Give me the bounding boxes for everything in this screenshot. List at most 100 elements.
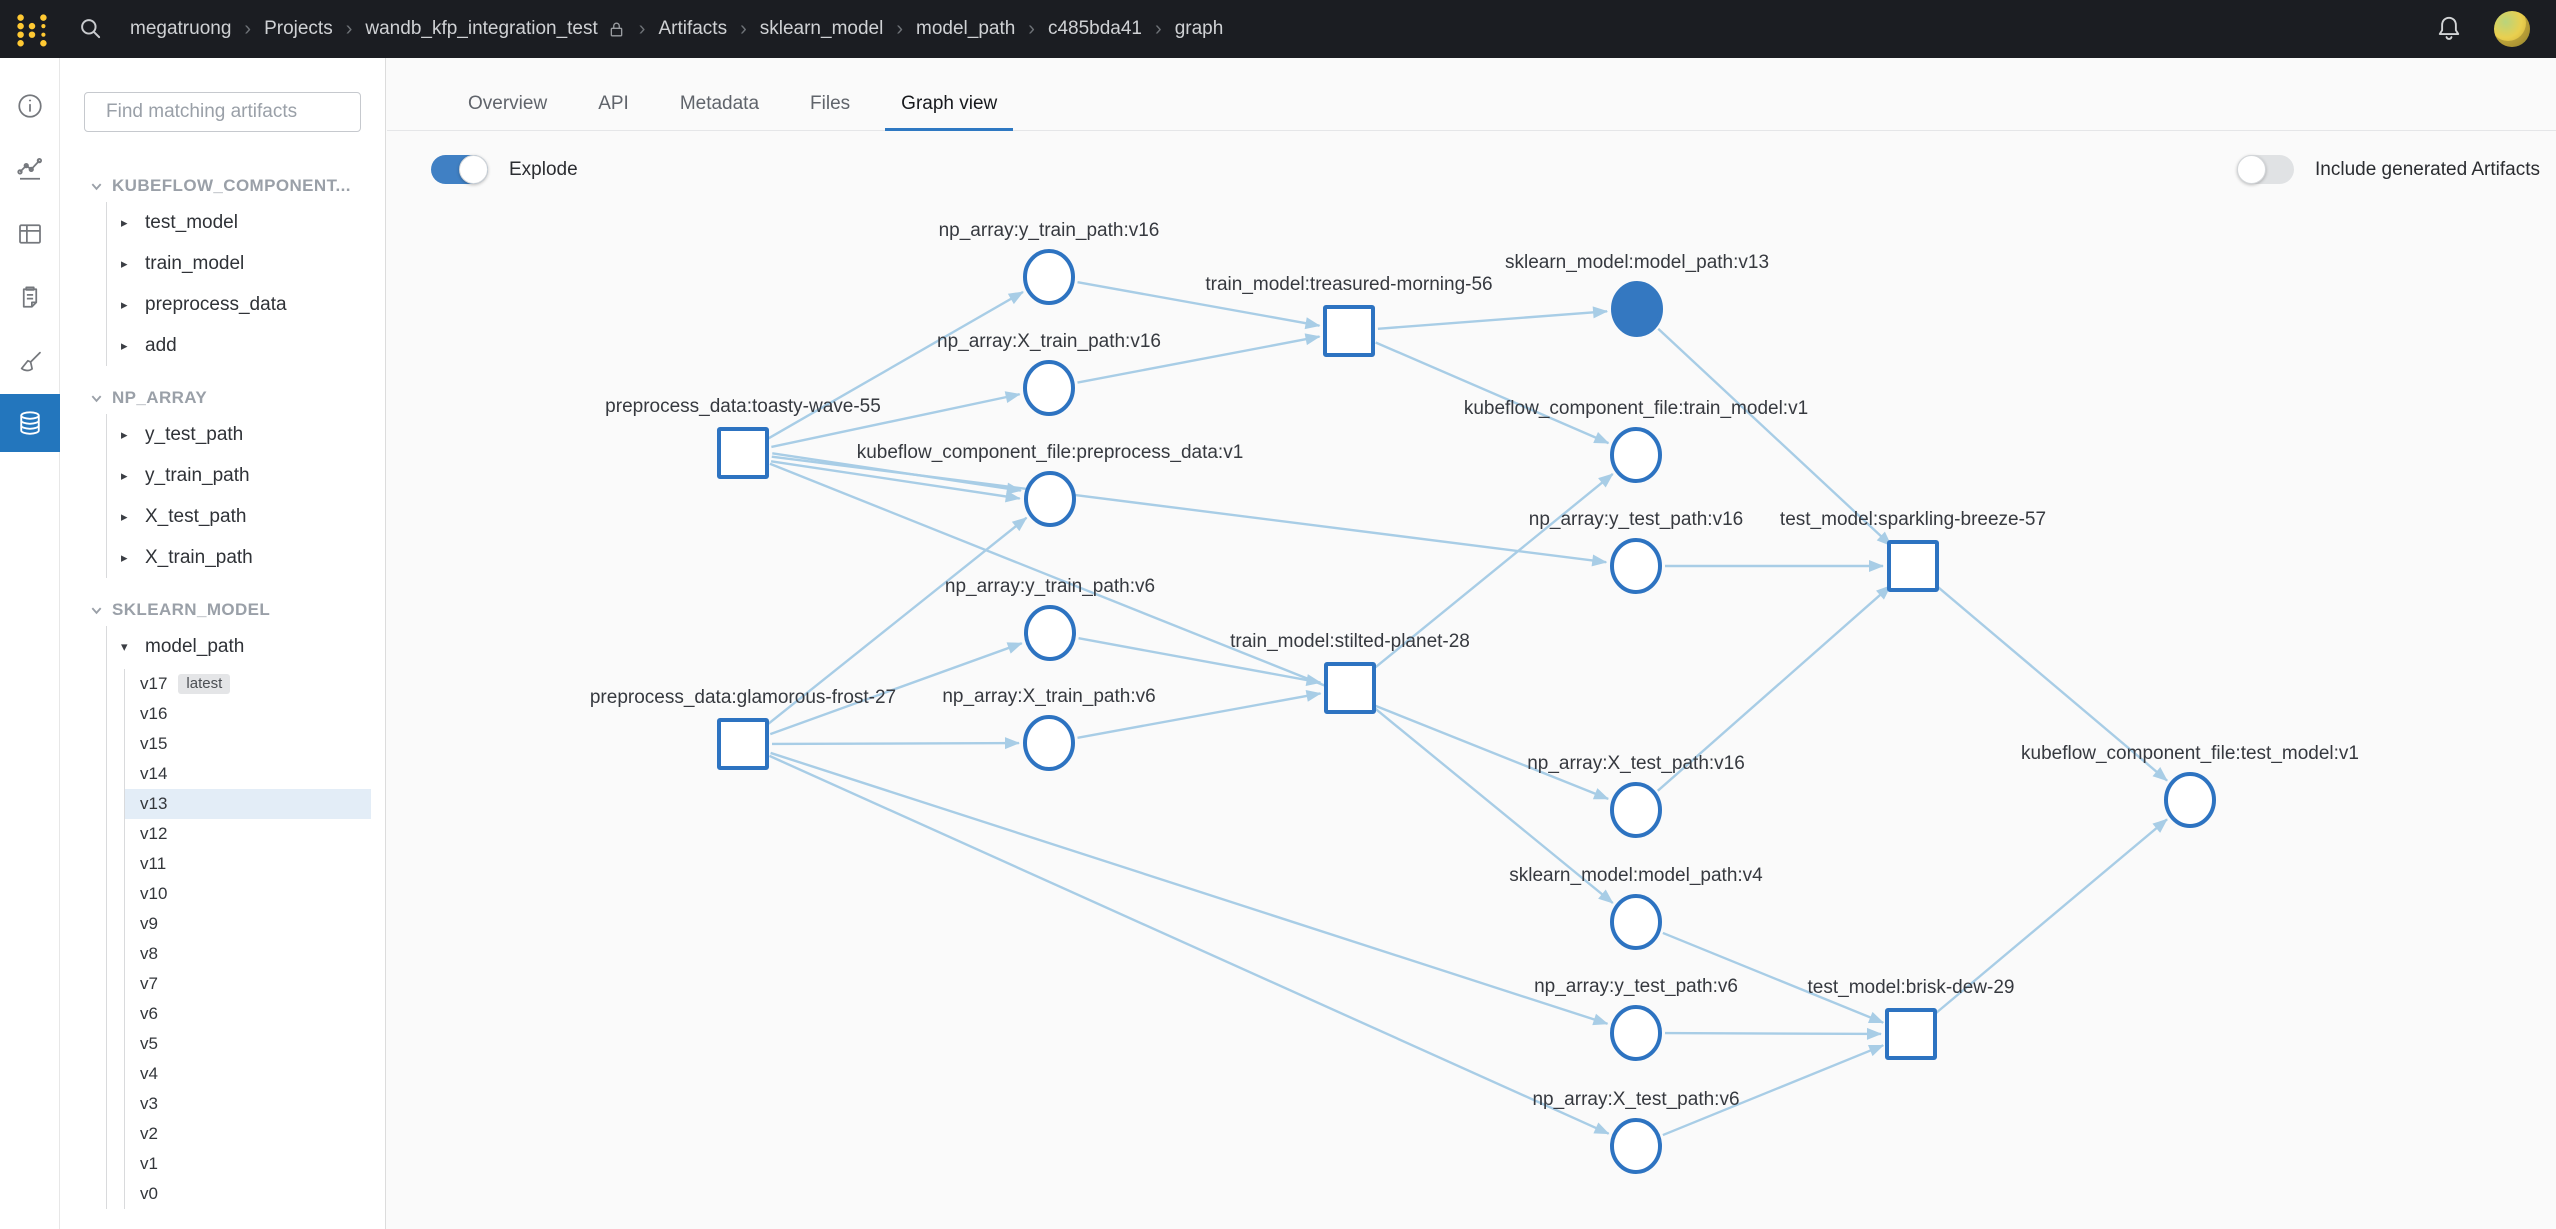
tree-item-label: model_path [145, 635, 245, 657]
version-row-v2[interactable]: v2 [125, 1119, 371, 1149]
tab-metadata[interactable]: Metadata [679, 93, 760, 114]
graph-node-glamorous[interactable]: preprocess_data:glamorous-frost-27 [590, 687, 896, 770]
rail-item-reports[interactable] [0, 266, 60, 330]
graph-node-model4[interactable]: sklearn_model:model_path:v4 [1509, 865, 1763, 950]
graph-node-xtrain6[interactable]: np_array:X_train_path:v6 [942, 686, 1156, 771]
explode-label: Explode [509, 158, 578, 180]
graph-node-model13[interactable]: sklearn_model:model_path:v13 [1505, 252, 1769, 337]
version-row-v13[interactable]: v13 [125, 789, 371, 819]
tree-section-label: SKLEARN_MODEL [112, 600, 271, 619]
breadcrumb-item-Artifacts[interactable]: Artifacts [658, 18, 728, 39]
version-row-v1[interactable]: v1 [125, 1149, 371, 1179]
tree-item-label: test_model [145, 211, 238, 233]
version-row-v9[interactable]: v9 [125, 909, 371, 939]
tab-files[interactable]: Files [810, 93, 851, 114]
version-row-v16[interactable]: v16 [125, 699, 371, 729]
version-row-v14[interactable]: v14 [125, 759, 371, 789]
graph-node-ytrain6[interactable]: np_array:y_train_path:v6 [945, 576, 1155, 661]
version-row-v7[interactable]: v7 [125, 969, 371, 999]
version-row-v15[interactable]: v15 [125, 729, 371, 759]
graph-node-treasured[interactable]: train_model:treasured-morning-56 [1205, 274, 1493, 357]
include-generated-label: Include generated Artifacts [2315, 158, 2540, 180]
graph-node-stilted[interactable]: train_model:stilted-planet-28 [1230, 631, 1470, 714]
artifact-search-input[interactable] [104, 100, 353, 124]
rail-item-overview[interactable] [0, 74, 60, 138]
graph-node-xtest16[interactable]: np_array:X_test_path:v16 [1527, 753, 1745, 838]
graph-node-kcfpre[interactable]: kubeflow_component_file:preprocess_data:… [857, 442, 1244, 527]
version-row-v8[interactable]: v8 [125, 939, 371, 969]
graph-node-kcftest[interactable]: kubeflow_component_file:test_model:v1 [2021, 743, 2359, 828]
version-row-v10[interactable]: v10 [125, 879, 371, 909]
broom-icon [20, 351, 41, 372]
graph-node-sparkling[interactable]: test_model:sparkling-breeze-57 [1780, 509, 2046, 592]
tree-item-train_model[interactable]: ▸train_model [107, 243, 385, 284]
tab-overview[interactable]: Overview [468, 93, 548, 114]
breadcrumb: megatruong›Projects›wandb_kfp_integratio… [130, 18, 1223, 41]
graph-node-kcftrain[interactable]: kubeflow_component_file:train_model:v1 [1464, 398, 1808, 483]
breadcrumb-item-wandb_kfp_integration_test[interactable]: wandb_kfp_integration_test [365, 18, 598, 39]
rail-item-sweeps[interactable] [0, 330, 60, 394]
version-row-v0[interactable]: v0 [125, 1179, 371, 1209]
notifications-bell-icon[interactable] [2434, 14, 2464, 44]
tree-item-X_train_path[interactable]: ▸X_train_path [107, 537, 385, 578]
tree-item-y_test_path[interactable]: ▸y_test_path [107, 414, 385, 455]
tab-graph-view[interactable]: Graph view [885, 93, 1014, 131]
rail-item-artifacts[interactable] [0, 394, 60, 452]
expand-triangle-icon[interactable]: ▸ [121, 467, 128, 483]
graph-node-xtrain16[interactable]: np_array:X_train_path:v16 [937, 331, 1161, 416]
graph-node-ytest16[interactable]: np_array:y_test_path:v16 [1529, 509, 1743, 594]
nav-search-icon[interactable] [78, 16, 104, 42]
version-row-v4[interactable]: v4 [125, 1059, 371, 1089]
graph-node-ytrain16[interactable]: np_array:y_train_path:v16 [939, 220, 1160, 305]
graph-node-brisk[interactable]: test_model:brisk-dew-29 [1808, 977, 2015, 1060]
tree-section-header[interactable]: NP_ARRAY [90, 382, 385, 414]
tree-item-y_train_path[interactable]: ▸y_train_path [107, 455, 385, 496]
user-avatar[interactable] [2494, 11, 2530, 47]
graph-node-label: preprocess_data:toasty-wave-55 [605, 396, 881, 417]
tree-section-label: KUBEFLOW_COMPONENT... [112, 176, 351, 195]
breadcrumb-separator: › [1028, 17, 1035, 40]
include-generated-toggle[interactable] [2237, 155, 2295, 184]
tree-item-add[interactable]: ▸add [107, 325, 385, 366]
version-label: v3 [140, 1094, 158, 1113]
breadcrumb-item-sklearn_model[interactable]: sklearn_model [759, 18, 884, 39]
breadcrumb-item-Projects[interactable]: Projects [264, 18, 333, 39]
expand-triangle-icon[interactable]: ▸ [121, 426, 128, 442]
main-content: Overview API Metadata Files Graph view Explo… [387, 58, 2556, 1229]
explode-toggle[interactable] [431, 155, 488, 184]
tree-item-preprocess_data[interactable]: ▸preprocess_data [107, 284, 385, 325]
expand-triangle-icon[interactable]: ▸ [121, 296, 128, 312]
tree-item-model_path[interactable]: ▾ model_path [107, 626, 385, 667]
expand-triangle-icon[interactable]: ▸ [121, 549, 128, 565]
version-row-v6[interactable]: v6 [125, 999, 371, 1029]
tree-item-test_model[interactable]: ▸ test_model [107, 202, 385, 243]
wandb-logo[interactable] [12, 9, 52, 49]
version-row-v5[interactable]: v5 [125, 1029, 371, 1059]
version-row-v12[interactable]: v12 [125, 819, 371, 849]
breadcrumb-item-model_path[interactable]: model_path [916, 18, 1016, 39]
breadcrumb-item-c485bda41[interactable]: c485bda41 [1047, 18, 1143, 39]
tree-section-header[interactable]: SKLEARN_MODEL [90, 594, 385, 626]
graph-node-label: test_model:sparkling-breeze-57 [1780, 509, 2046, 530]
tree-section-header[interactable]: KUBEFLOW_COMPONENT... [90, 170, 385, 202]
tree-section-kubeflow-component-: KUBEFLOW_COMPONENT... ▸ test_model ▸train_m… [90, 170, 385, 366]
rail-item-tables[interactable] [0, 202, 60, 266]
expand-triangle-icon[interactable]: ▸ [121, 508, 128, 524]
artifact-search[interactable] [84, 92, 361, 132]
collapse-triangle-icon[interactable]: ▾ [121, 638, 128, 654]
expand-triangle-icon[interactable]: ▸ [121, 255, 128, 271]
version-row-v11[interactable]: v11 [125, 849, 371, 879]
tree-item-X_test_path[interactable]: ▸X_test_path [107, 496, 385, 537]
graph-node-xtest6[interactable]: np_array:X_test_path:v6 [1532, 1089, 1740, 1174]
tab-api[interactable]: API [598, 93, 629, 114]
graph-node-toasty[interactable]: preprocess_data:toasty-wave-55 [605, 396, 881, 479]
expand-triangle-icon[interactable]: ▸ [121, 214, 128, 230]
breadcrumb-item-megatruong[interactable]: megatruong [130, 18, 232, 39]
expand-triangle-icon[interactable]: ▸ [121, 337, 128, 353]
graph-node-label: np_array:y_train_path:v16 [939, 220, 1160, 241]
rail-item-charts[interactable] [0, 138, 60, 202]
version-label: v10 [140, 884, 168, 903]
version-row-v3[interactable]: v3 [125, 1089, 371, 1119]
graph-node-ytest6[interactable]: np_array:y_test_path:v6 [1534, 976, 1738, 1061]
